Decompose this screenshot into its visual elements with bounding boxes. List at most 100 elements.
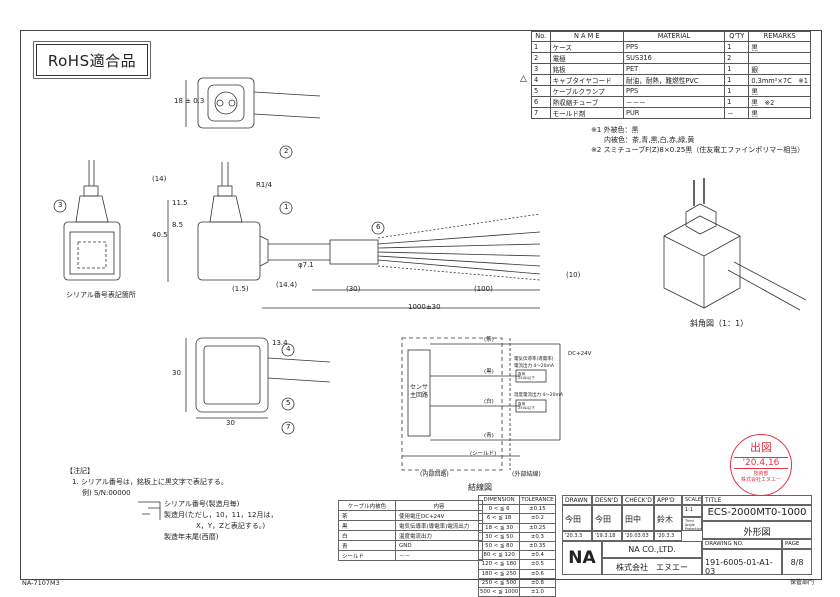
balloon-3-label: 3 [58,201,63,209]
note-line-5: X，Y，Zと表記する。) [196,522,266,530]
tb-drawing-title: 外形図 [702,521,812,539]
top-view-boss [214,91,238,115]
tb-drawn-name: 今田 [562,505,592,531]
balloon-5-label: 5 [286,399,291,407]
dim-40-5-label: 40.5 [152,231,168,239]
tb-scale-header: SCALE [682,495,702,505]
tol-value: ±0.2 [519,513,556,524]
balloon-7-label: 7 [286,423,291,431]
load-2-label: 負荷 250Ω以下 [518,402,535,410]
note-line-6: 製造年末尾(西暦) [164,533,219,541]
tb-checkd-header: CHECK'D [622,495,654,505]
part-qty: － [724,106,750,119]
tol-value: ±0.35 [519,540,556,552]
tb-desnd-name: 今田 [592,505,622,531]
dim-11-5-label: 11.5 [172,199,188,207]
wire-white-label: (白) [484,399,494,405]
drawing-frame [20,30,822,580]
tolerance-row: 120 < ≦ 180±0.5 [477,559,556,570]
front-view-case [197,221,261,281]
iso-view-electrodes [693,178,705,206]
tb-app-name: 鈴木 [654,505,682,531]
cable-content: 電気伝導率(導電率)電流出力 [395,520,483,531]
cable-color: 黒 [338,520,396,531]
cable-content: －－ [395,550,483,561]
output-1b-label: 電流出力 4～20mA [514,364,554,369]
tol-range: 180 < ≦ 250 [477,568,521,579]
tol-header-dimension: DIMENSION [477,494,521,506]
load-1-label: 負荷 250Ω以下 [518,372,535,380]
parts-note-2: ※2 スミチューブF(Z)8×0.25黒（住友電工ファインポリマー相当） [591,146,805,154]
cable-color: 茶 [338,510,396,521]
sensor-label: センサ 主回路 [410,384,429,399]
tol-value: ±0.4 [519,550,556,561]
top-view-cable [253,91,321,119]
balloon-4-label: 4 [286,345,291,353]
tb-desnd-date: '19.3.18 [592,531,622,541]
internal-circuit-box [401,337,503,471]
bottom-view-inner [203,345,261,405]
load-resistor-2 [515,399,547,413]
form-number: NA-7107M3 [22,579,60,587]
tol-range: 6 < ≦ 18 [477,513,521,524]
dim-30-label: 30 [226,419,235,427]
dim-30-cable-label: (30) [346,285,361,293]
tb-drawn-date: '20.3.3 [562,531,592,541]
dim-7-1-label: φ7.1 [298,261,314,269]
tb-desnd-header: DESN'D [592,495,622,505]
tolerance-row: 250 < ≦ 500±0.8 [477,577,556,588]
tol-value: ±0.3 [519,531,556,542]
dim-1-5-label: (1.5) [232,285,249,293]
dc24-label: DC+24V [568,351,592,357]
cable-color: シールド [338,550,396,561]
cable-header-row: ケーブル内被色 内容 [338,500,483,511]
front-view-electrodes [221,162,229,186]
cable-header-color: ケーブル内被色 [338,500,396,511]
balloon-6 [371,221,385,235]
tol-value: ±1.0 [519,586,556,597]
cable-row: 白温度電流出力 [338,530,483,541]
revision-mark: △ [520,74,527,84]
serial-number-area [77,241,107,269]
serial-note-bracket [138,501,161,520]
tb-company-en: NA CO.,LTD. [602,541,702,558]
tol-value: ±0.5 [519,559,556,570]
dim-1000-label: 1000±30 [408,303,441,311]
tol-value: ±0.8 [519,577,556,588]
balloon-5 [281,397,295,411]
company-logo: NA [562,541,602,575]
confidential-label: 保管部門 [790,579,815,586]
dim-14-label: (14) [152,175,167,183]
tb-check-name: 田中 [622,505,654,531]
tb-drawing-no: 191-6005-01-A1-03 [702,549,782,576]
tb-check-date: '20.03.03 [622,531,654,541]
shield-label: (シールド) [470,451,497,457]
bottom-view-case [195,337,269,413]
wire-blue-label: (青) [484,433,494,439]
tol-range: 50 < ≦ 80 [477,540,521,552]
tb-scale-value: 1:1 [682,505,702,517]
output-1-label: 電気伝導率(導電率) [514,357,554,362]
iso-view-label: 斜角図（1：1） [690,319,749,328]
tb-app-date: '20.3.3 [654,531,682,541]
side-view-case [63,221,121,281]
side-view-thread [83,185,99,197]
tolerance-row: 80 < ≦ 120±0.4 [477,550,556,561]
cable-color: 青 [338,540,396,551]
tb-model-number: ECS-2000MT0-1000 [702,505,812,521]
internal-circuit-label: (内部回路) [420,471,449,478]
notes-block: 【注記】 1. シリアル番号は，銘板上に黒文字で表記する。 例) S/N:000… [66,466,277,543]
tol-range: 18 < ≦ 30 [477,522,521,533]
notes-title: 【注記】 [66,467,94,475]
cable-clamp [259,235,269,267]
balloon-2-label: 2 [284,147,289,155]
